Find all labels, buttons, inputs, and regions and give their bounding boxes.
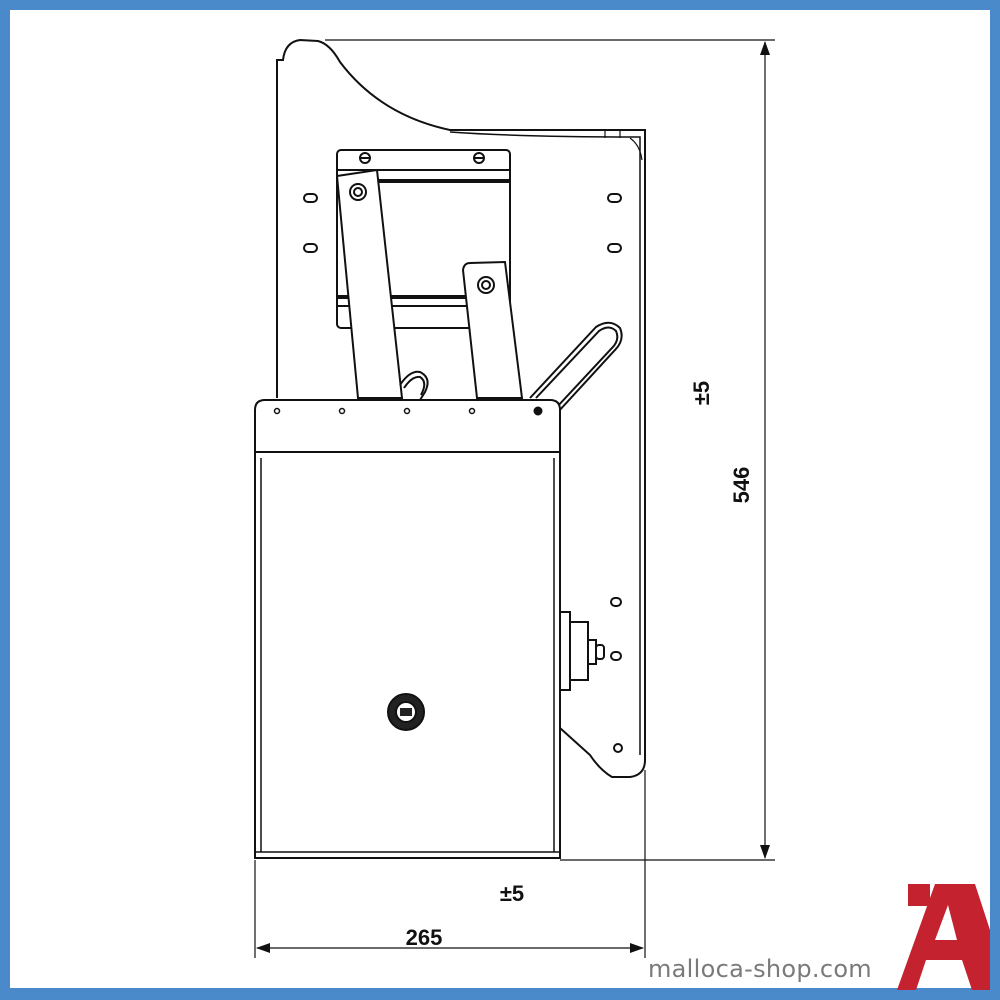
side-knob: [559, 611, 605, 691]
website-url: malloca-shop.com: [648, 955, 872, 983]
height-tolerance-label: ±5: [689, 381, 714, 405]
dimension-lines: [254, 39, 775, 958]
storage-box: [254, 399, 605, 859]
width-dimension-label: 265: [406, 925, 443, 950]
lock-icon: [387, 693, 425, 731]
mounting-slots: [303, 193, 622, 661]
height-dimension-label: 546: [729, 467, 754, 504]
width-tolerance-label: ±5: [500, 881, 524, 906]
handles: [399, 321, 623, 413]
lift-arms: [335, 168, 524, 399]
back-panel: [276, 38, 646, 778]
brand-logo: [897, 884, 990, 990]
